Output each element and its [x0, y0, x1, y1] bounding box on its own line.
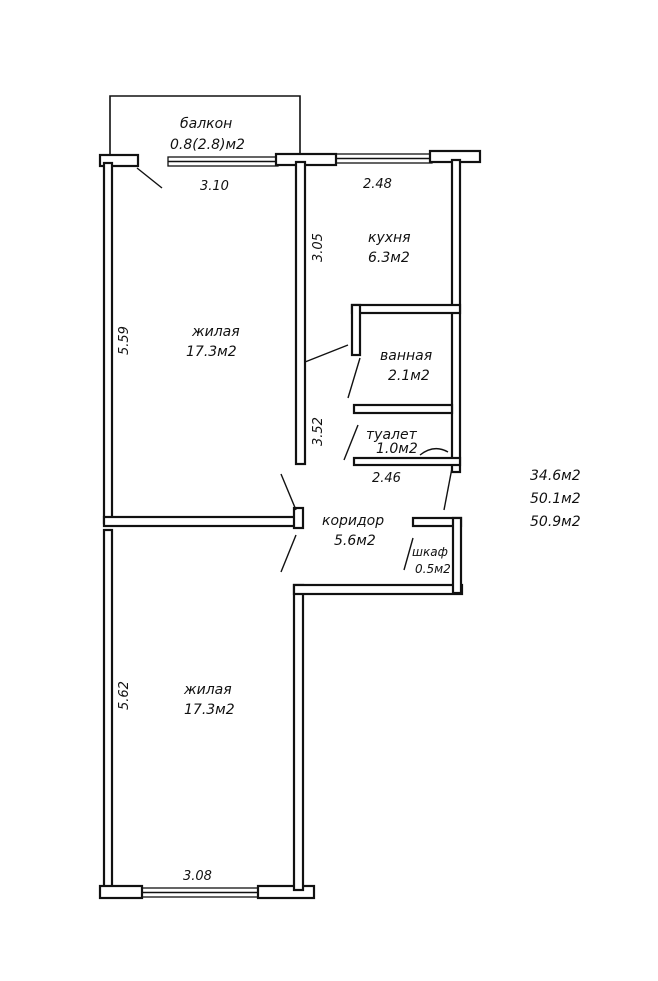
dim-mid-width: 2.46: [372, 471, 401, 486]
corridor-name: коридор: [322, 513, 384, 529]
living-2-name: жилая: [183, 682, 232, 698]
total-general-area: 50.1м2: [530, 491, 581, 507]
balcony-area: 0.8(2.8)м2: [170, 137, 245, 153]
kitchen-area: 6.3м2: [368, 250, 410, 266]
bathroom-name: ванная: [380, 348, 432, 364]
room-bathroom: ванная 2.1м2: [380, 348, 432, 384]
window-kitchen: [335, 153, 433, 164]
corridor-area: 5.6м2: [334, 533, 376, 549]
total-living-area: 34.6м2: [530, 468, 581, 484]
dim-top-right: 2.48: [363, 177, 392, 192]
dim-left-upper: 5.59: [117, 326, 132, 355]
toilet-area: 1.0м2: [376, 441, 418, 457]
dimensions: 3.10 2.48 5.59 3.05 3.52 2.46 5.62 3.08: [117, 177, 401, 884]
living-1-area: 17.3м2: [186, 344, 237, 360]
dim-top-left: 3.10: [200, 179, 229, 194]
room-toilet: туалет 1.0м2: [366, 427, 418, 457]
window-bottom: [139, 887, 261, 898]
room-living-1: жилая 17.3м2: [186, 324, 240, 360]
bathroom-area: 2.1м2: [388, 368, 430, 384]
doors: [136, 167, 453, 573]
toilet-name: туалет: [366, 427, 418, 443]
kitchen-name: кухня: [368, 230, 411, 246]
balcony-outline: [109, 95, 301, 160]
room-closet: шкаф 0.5м2: [412, 545, 451, 576]
area-totals: 34.6м2 50.1м2 50.9м2: [530, 468, 581, 530]
window-balcony: [167, 156, 279, 167]
living-2-area: 17.3м2: [184, 702, 235, 718]
living-1-name: жилая: [191, 324, 240, 340]
dim-toilet-height: 3.52: [311, 417, 326, 446]
balcony-name: балкон: [180, 116, 232, 132]
total-area-with-balcony: 50.9м2: [530, 514, 581, 530]
closet-name: шкаф: [412, 545, 448, 559]
room-balcony: балкон 0.8(2.8)м2: [170, 116, 245, 153]
room-corridor: коридор 5.6м2: [322, 513, 384, 549]
dim-kitchen-height: 3.05: [311, 233, 326, 262]
walls: [98, 149, 482, 900]
dim-left-lower: 5.62: [117, 681, 132, 710]
room-kitchen: кухня 6.3м2: [368, 230, 411, 266]
closet-area: 0.5м2: [415, 562, 451, 576]
dim-bottom-width: 3.08: [183, 869, 212, 884]
room-living-2: жилая 17.3м2: [183, 682, 235, 718]
